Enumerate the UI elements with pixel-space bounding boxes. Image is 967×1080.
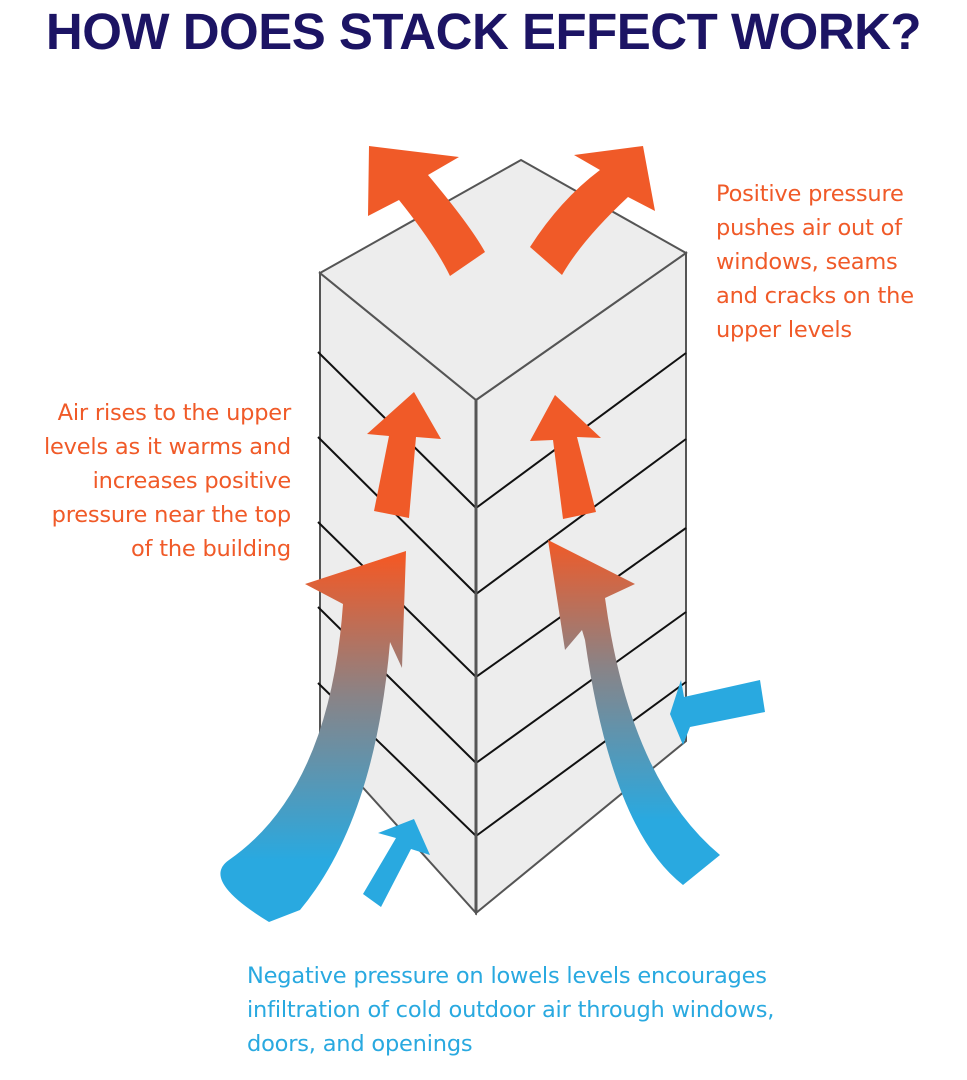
- note-line: of the building: [130, 536, 291, 562]
- note-line: windows, seams: [716, 249, 898, 275]
- note-line: Air rises to the upper: [57, 400, 292, 426]
- warming-flow-arrow-right: [548, 540, 720, 885]
- note-line: upper levels: [716, 317, 852, 343]
- note-line: pressure near the top: [51, 502, 292, 528]
- air-rises-note: Air rises to the upper levels as it warm…: [44, 396, 291, 566]
- warming-flow-arrow-left: [220, 551, 406, 922]
- infiltration-arrow-right: [670, 680, 765, 745]
- note-line: doors, and openings: [247, 1031, 473, 1057]
- page-title: HOW DOES STACK EFFECT WORK?: [45, 3, 922, 60]
- note-line: and cracks on the: [716, 283, 914, 309]
- exhaust-arrow-right: [530, 146, 655, 275]
- note-line: infiltration of cold outdoor air through…: [247, 997, 775, 1023]
- positive-pressure-note: Positive pressure pushes air out of wind…: [716, 177, 914, 347]
- rising-air-arrow-right: [530, 395, 601, 519]
- exhaust-arrow-left: [368, 146, 485, 276]
- note-line: increases positive: [92, 468, 292, 494]
- negative-pressure-note: Negative pressure on lowels levels encou…: [247, 959, 774, 1061]
- note-line: pushes air out of: [716, 215, 902, 241]
- note-line: levels as it warms and: [43, 434, 291, 460]
- note-line: Negative pressure on lowels levels encou…: [247, 963, 767, 989]
- note-line: Positive pressure: [716, 181, 904, 207]
- infiltration-arrow-bottom: [363, 819, 430, 907]
- rising-air-arrow-left: [367, 392, 441, 518]
